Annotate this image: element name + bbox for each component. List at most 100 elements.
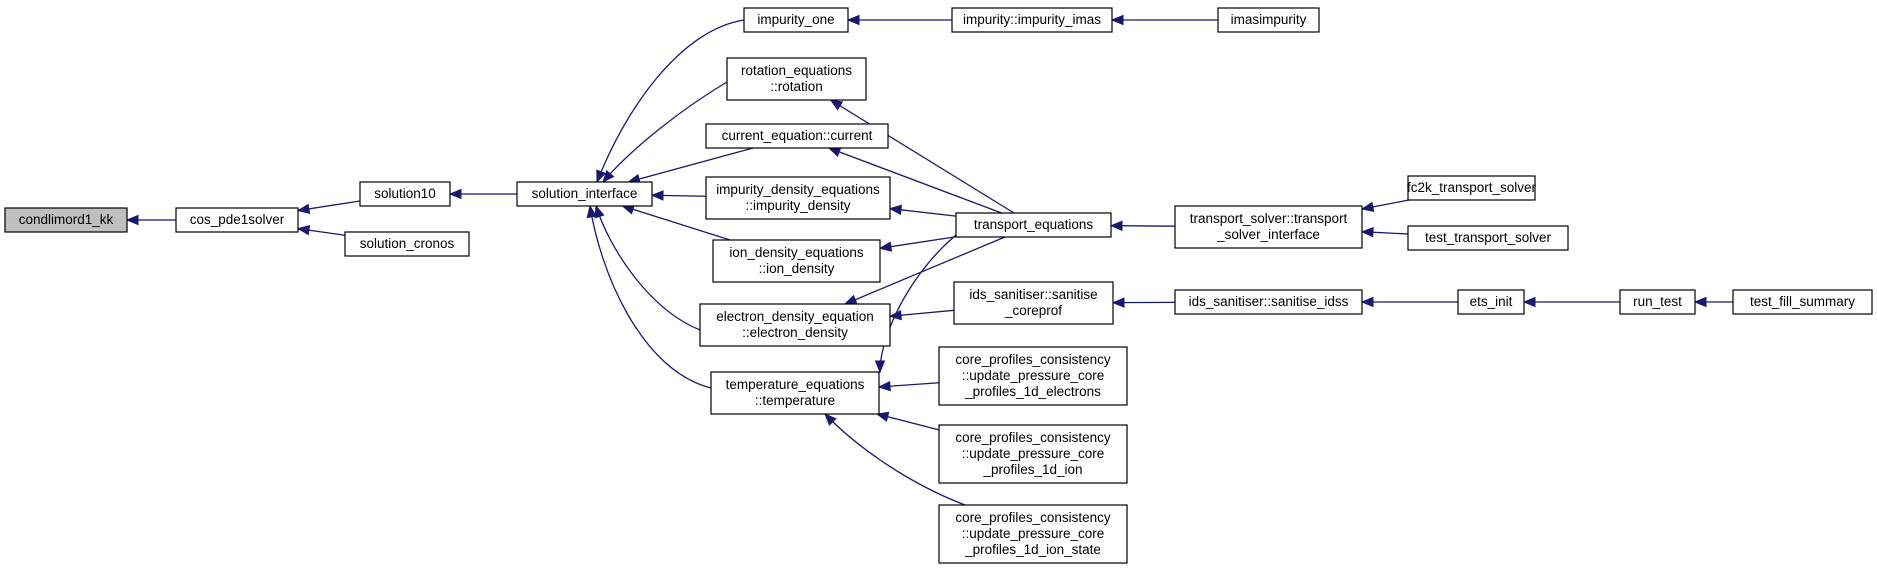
node-current[interactable]: current_equation::current	[705, 123, 889, 149]
edge-line	[844, 236, 1006, 305]
edge-test_solver-to-solver_interface	[1360, 227, 1409, 238]
edge-arrowhead	[827, 147, 842, 157]
node-label: rotation_equations	[741, 63, 852, 78]
edge-imasimpurity-to-impurity_imas	[1110, 14, 1218, 26]
edge-solution_cronos-to-cos_pde1solver	[296, 225, 346, 236]
edge-arrowhead	[888, 309, 902, 321]
edge-arrowhead	[650, 190, 664, 201]
edge-temperature-to-solution_interface	[586, 204, 712, 389]
node-upd_ion[interactable]: core_profiles_consistency::update_pressu…	[938, 424, 1128, 484]
node-ion_density[interactable]: ion_density_equations::ion_density	[712, 239, 881, 283]
edge-arrowhead	[1522, 296, 1536, 308]
node-label: impurity::impurity_imas	[963, 12, 1101, 27]
edge-solver_interface-to-transport_equations	[1109, 220, 1176, 232]
edge-path	[824, 413, 966, 506]
edge-ion_density-to-solution_interface	[621, 204, 731, 241]
node-label: transport_equations	[974, 217, 1094, 232]
edge-solution_interface-to-solution10	[448, 188, 517, 200]
node-box	[1174, 205, 1363, 249]
node-imasimpurity[interactable]: imasimpurity	[1217, 7, 1320, 33]
edge-arrowhead	[877, 380, 891, 392]
edge-transport_equations-to-rotation	[829, 99, 1015, 214]
node-impurity_imas[interactable]: impurity::impurity_imas	[951, 7, 1113, 33]
node-label: ids_sanitiser::sanitise	[969, 287, 1097, 302]
edge-path	[589, 205, 712, 389]
node-label: ::temperature	[755, 393, 835, 408]
edge-arrowhead	[125, 214, 139, 226]
node-cos_pde1solver[interactable]: cos_pde1solver	[175, 207, 299, 233]
node-solution10[interactable]: solution10	[359, 181, 451, 207]
node-transport_equations[interactable]: transport_equations	[955, 212, 1112, 238]
node-condlimord1_kk[interactable]: condlimord1_kk	[4, 207, 128, 233]
edge-line	[628, 147, 754, 183]
node-test_solver[interactable]: test_transport_solver	[1407, 225, 1569, 251]
node-box	[951, 7, 1113, 33]
node-solver_interface[interactable]: transport_solver::transport_solver_inter…	[1174, 205, 1363, 249]
node-label: electron_density_equation	[716, 309, 874, 324]
node-upd_ion_state[interactable]: core_profiles_consistency::update_pressu…	[938, 504, 1128, 564]
node-box	[1457, 289, 1525, 315]
edge-arrowhead	[296, 203, 311, 214]
node-solution_interface[interactable]: solution_interface	[516, 181, 653, 207]
node-box	[175, 207, 299, 233]
node-box	[699, 303, 891, 347]
node-run_test[interactable]: run_test	[1619, 289, 1696, 315]
edge-upd_ion_state-to-temperature	[824, 413, 966, 506]
edge-line	[879, 236, 957, 249]
node-label: ids_sanitiser::sanitise_idss	[1189, 294, 1349, 309]
edge-ets_init-to-sanitise_idss	[1360, 296, 1458, 308]
node-fc2k[interactable]: fc2k_transport_solver	[1407, 175, 1537, 201]
node-label: solution_interface	[532, 186, 638, 201]
node-label: impurity_one	[757, 12, 834, 27]
node-sanitise_coreprof[interactable]: ids_sanitiser::sanitise_coreprof	[953, 281, 1114, 325]
node-label: ion_density_equations	[729, 245, 864, 260]
node-label: transport_solver::transport	[1190, 211, 1348, 226]
edge-arrowhead	[1693, 296, 1707, 308]
node-label: ::electron_density	[742, 325, 848, 340]
node-box	[1217, 7, 1320, 33]
node-box	[359, 181, 451, 207]
node-box	[344, 231, 470, 257]
edge-arrowhead	[594, 204, 605, 219]
node-box	[712, 239, 881, 283]
node-impurity_one[interactable]: impurity_one	[743, 7, 849, 33]
node-box	[1174, 289, 1363, 315]
node-label: ets_init	[1470, 294, 1513, 309]
node-label: _profiles_1d_ion	[982, 462, 1082, 477]
node-ets_init[interactable]: ets_init	[1457, 289, 1525, 315]
node-label: ::update_pressure_core	[962, 368, 1105, 383]
edge-transport_equations-to-electron_density	[843, 236, 1006, 305]
edge-arrowhead	[829, 99, 844, 111]
edge-path	[602, 81, 728, 183]
node-box	[726, 57, 867, 101]
node-solution_cronos[interactable]: solution_cronos	[344, 231, 470, 257]
edge-transport_equations-to-ion_density	[878, 236, 957, 252]
node-label: _profiles_1d_ion_state	[964, 542, 1101, 557]
node-rotation[interactable]: rotation_equations::rotation	[726, 57, 867, 101]
edge-arrowhead	[1109, 220, 1123, 232]
edge-path	[595, 205, 701, 331]
node-box	[953, 281, 1114, 325]
edge-solution10-to-cos_pde1solver	[296, 200, 361, 214]
node-box	[705, 176, 891, 220]
node-box	[1732, 289, 1873, 315]
node-electron_density[interactable]: electron_density_equation::electron_dens…	[699, 303, 891, 347]
node-sanitise_idss[interactable]: ids_sanitiser::sanitise_idss	[1174, 289, 1363, 315]
edge-test_fill_summary-to-run_test	[1693, 296, 1733, 308]
node-label: temperature_equations	[726, 377, 865, 392]
node-label: _solver_interface	[1216, 227, 1320, 242]
edge-arrowhead	[1360, 201, 1375, 213]
edge-arrowhead	[824, 413, 837, 426]
edge-rotation-to-solution_interface	[602, 81, 728, 184]
node-test_fill_summary[interactable]: test_fill_summary	[1732, 289, 1873, 315]
node-temperature[interactable]: temperature_equations::temperature	[710, 371, 880, 415]
edge-impurity_imas-to-impurity_one	[846, 14, 952, 26]
node-box	[705, 123, 889, 149]
node-label: solution_cronos	[360, 236, 455, 251]
edge-run_test-to-ets_init	[1522, 296, 1620, 308]
node-label: ::ion_density	[759, 261, 835, 276]
node-label: test_fill_summary	[1750, 294, 1855, 309]
node-impurity_density[interactable]: impurity_density_equations::impurity_den…	[705, 176, 891, 220]
node-upd_electrons[interactable]: core_profiles_consistency::update_pressu…	[938, 346, 1128, 406]
edge-cos_pde1solver-to-condlimord1_kk	[125, 214, 176, 226]
